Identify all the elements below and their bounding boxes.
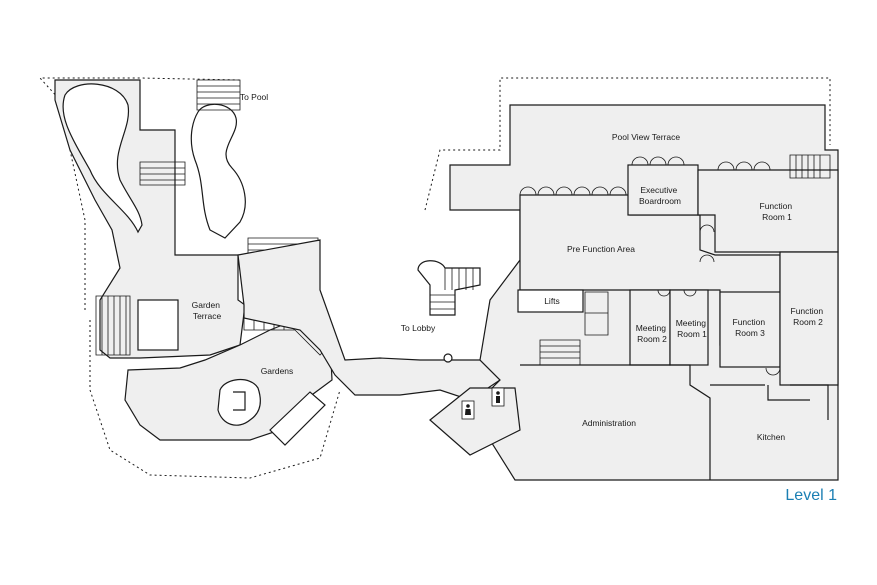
label-function-room-3: Function Room 3: [733, 317, 768, 338]
pool-stairs: [196, 79, 241, 111]
function-room-1-stairs: [789, 154, 831, 179]
function-room-1-room: [697, 169, 839, 253]
kitchen-walls: [710, 384, 829, 420]
level-title: Level 1: [785, 487, 837, 504]
label-administration: Administration: [582, 418, 636, 428]
gardens-floor: [124, 317, 333, 441]
lobby-stairs: [417, 260, 481, 316]
restroom-male-icon: [491, 387, 505, 407]
north-boundary-dashed: [424, 77, 831, 211]
function-room-2-room: [779, 251, 839, 386]
label-kitchen: Kitchen: [757, 432, 786, 442]
label-garden-terrace: Garden Terrace: [192, 300, 223, 321]
garden-terrace-inner: [137, 299, 179, 351]
label-executive-boardroom: Executive Boardroom: [639, 185, 681, 206]
lobby-stair-treads: [430, 268, 474, 310]
function-room-door-arcs: [657, 224, 781, 376]
label-meeting-room-1: Meeting Room 1: [676, 318, 709, 339]
label-gardens: Gardens: [261, 366, 294, 376]
pool-shape: [190, 103, 246, 239]
garden-stairs-west: [139, 161, 186, 186]
label-to-lobby: To Lobby: [401, 323, 436, 333]
meeting-room-1-room: [669, 289, 709, 366]
label-to-pool: To Pool: [240, 92, 268, 102]
garden-steps-west-block: [95, 295, 131, 356]
restroom-female-icon: [461, 400, 475, 420]
lobby-corridor: [237, 239, 501, 401]
label-function-room-2: Function Room 2: [791, 306, 826, 327]
label-function-room-1: Function Room 1: [760, 201, 795, 222]
outer-garden-boundary: [38, 77, 341, 479]
column-marker: [443, 353, 453, 363]
gardens-planter: [269, 391, 326, 446]
lifts-box: [517, 289, 584, 313]
label-pre-function-area: Pre Function Area: [567, 244, 635, 254]
label-pool-view-terrace: Pool View Terrace: [612, 132, 680, 142]
pool-pathway: [62, 83, 143, 234]
administration-area: [520, 364, 711, 480]
terrace-door-arcs: [519, 156, 771, 196]
label-lifts: Lifts: [544, 296, 560, 306]
lift-shafts: [584, 291, 609, 336]
label-meeting-room-2: Meeting Room 2: [636, 323, 669, 344]
gardens-feature: [217, 379, 261, 426]
